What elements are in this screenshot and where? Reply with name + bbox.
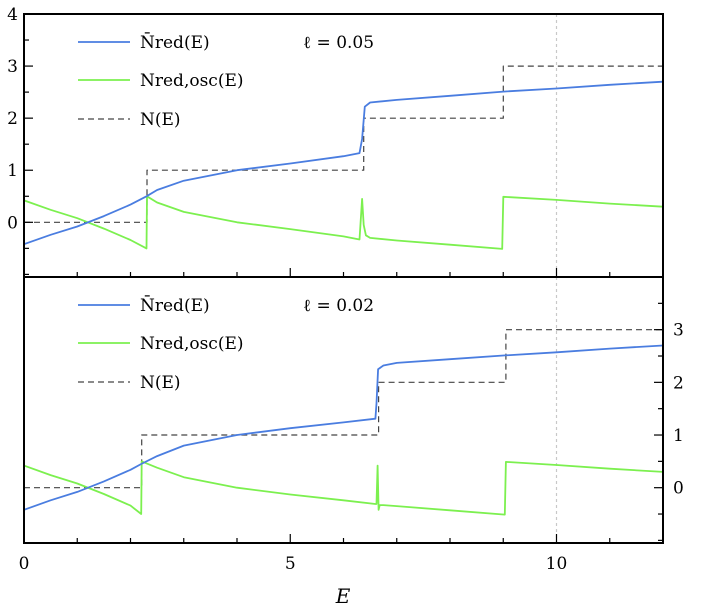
legend: N̄red(E) Nred,osc(E) N(E) <box>78 31 244 130</box>
y-tick-label: 1 <box>7 161 18 181</box>
plot-frame <box>23 276 664 544</box>
bottom-panel: 0 1 2 3 N̄red(E) Nred,osc(E) N(E) ℓ = 0.02 0 5 10 <box>19 276 684 574</box>
x-tick-label: 0 <box>19 554 30 574</box>
y-tick-label: 3 <box>673 321 684 341</box>
series-line-smooth <box>24 80 663 246</box>
series-line-oscillating <box>24 460 663 516</box>
series-group <box>24 329 663 516</box>
top-panel: 0 1 2 3 4N̄red(E) Nred,osc(E) N(E) ℓ = 0.05 <box>7 5 664 278</box>
legend-label: Nred,osc(E) <box>140 334 244 354</box>
x-axis-title: E <box>335 584 351 608</box>
series-line-staircase <box>24 65 663 223</box>
series-line-oscillating <box>24 195 663 250</box>
series-line-smooth <box>24 344 663 511</box>
x-tick-label: 5 <box>285 554 296 574</box>
legend-label: N̄red(E) <box>140 31 210 53</box>
parameter-annotation: ℓ = 0.02 <box>303 296 374 316</box>
legend: N̄red(E) Nred,osc(E) N(E) <box>78 294 244 393</box>
y-tick-label: 2 <box>7 109 18 129</box>
y-tick-label: 0 <box>7 213 18 233</box>
x-tick-label: 10 <box>546 554 568 574</box>
y-tick-label: 2 <box>673 373 684 393</box>
y-tick-label: 0 <box>673 479 684 499</box>
plot-frame <box>23 13 664 278</box>
legend-label: N̄red(E) <box>140 294 210 316</box>
parameter-annotation: ℓ = 0.05 <box>303 33 374 53</box>
y-tick-label: 1 <box>673 426 684 446</box>
y-tick-label: 3 <box>7 57 18 77</box>
series-group <box>24 65 663 250</box>
legend-label: N(E) <box>140 110 181 130</box>
series-line-staircase <box>24 329 663 489</box>
legend-label: Nred,osc(E) <box>140 71 244 91</box>
legend-label: N(E) <box>140 373 181 393</box>
y-tick-label: 4 <box>7 5 18 25</box>
